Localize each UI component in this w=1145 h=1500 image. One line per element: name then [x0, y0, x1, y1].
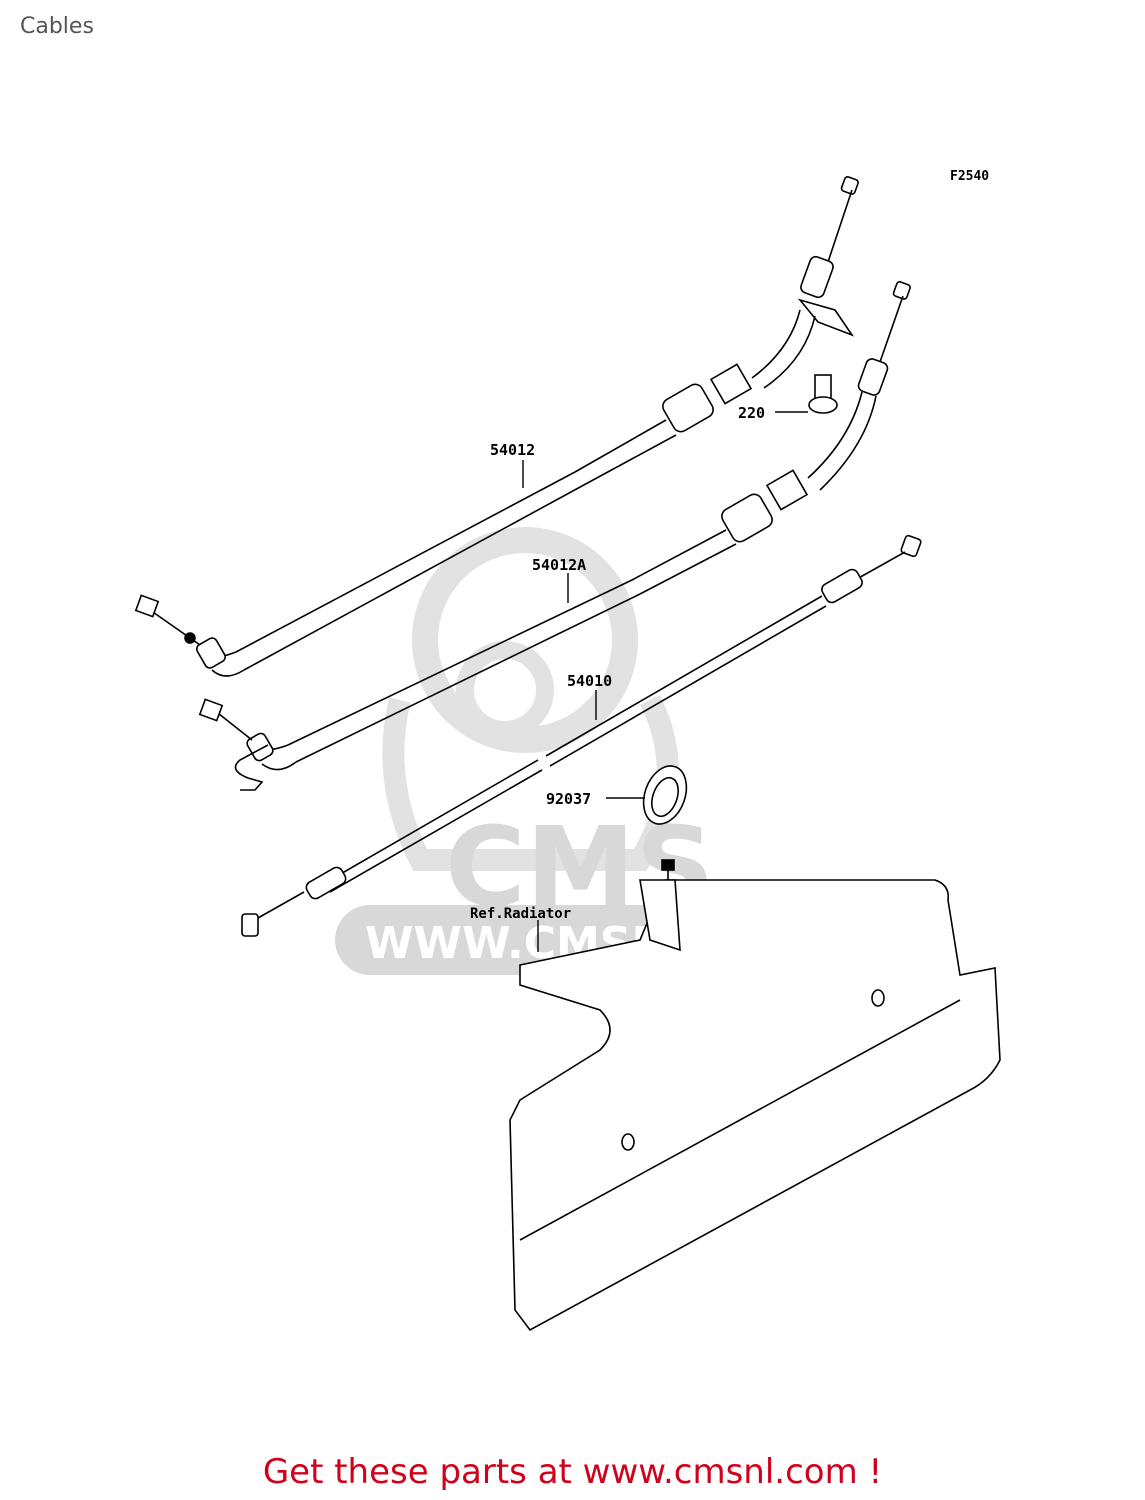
part-label-220: 220: [738, 404, 765, 422]
part-label-54012a: 54012A: [532, 556, 586, 574]
cable-54010: [241, 534, 922, 937]
page-title: Cables: [20, 14, 94, 39]
part-label-92037: 92037: [546, 790, 591, 808]
cable-54012: [134, 176, 859, 677]
radiator-reference: [509, 879, 1001, 1332]
cta-banner: Get these parts at www.cmsnl.com !: [0, 1452, 1145, 1492]
reference-label-radiator: Ref.Radiator: [470, 906, 571, 922]
figure-code: F2540: [950, 169, 989, 184]
part-label-54012: 54012: [490, 441, 535, 459]
clamp-92037: [642, 765, 688, 880]
part-label-54010: 54010: [567, 672, 612, 690]
watermark-mascot-head: [412, 527, 638, 753]
cable-54012a: [198, 281, 911, 791]
cta-link[interactable]: Get these parts at www.cmsnl.com !: [262, 1452, 883, 1492]
bolt-220: [808, 374, 838, 414]
leader-lines: [522, 411, 808, 952]
